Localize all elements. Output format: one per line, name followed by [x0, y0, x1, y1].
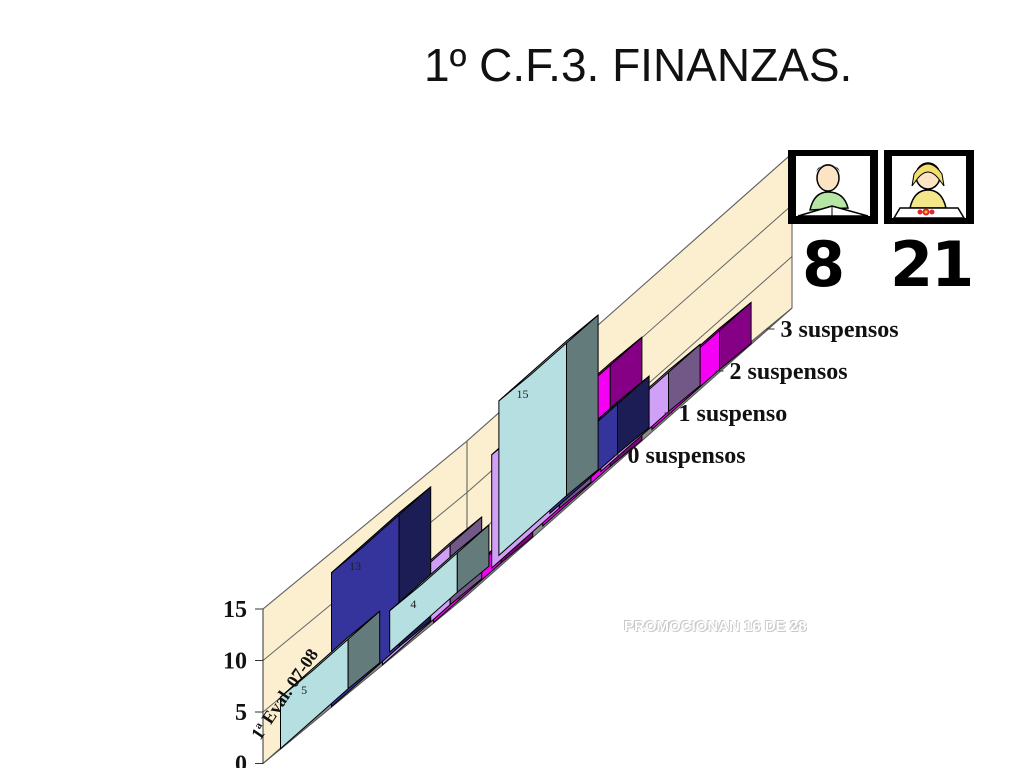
- gridline: [262, 153, 793, 610]
- data-label: 15: [517, 387, 529, 401]
- series-axis-labels: 0 suspensos 1 suspenso 2 suspensos 3 suspen…: [613, 317, 899, 469]
- y-axis: 0 5 10 15: [223, 597, 264, 768]
- data-label: 4: [410, 597, 416, 611]
- bar-top: [280, 610, 381, 698]
- girl-drawing-icon: [884, 150, 974, 224]
- y-tick-label: 5: [235, 700, 247, 726]
- pass-counts: 8 21: [788, 150, 974, 301]
- data-label: 5: [301, 683, 307, 697]
- bar: 5: [280, 610, 381, 750]
- series-label: 2 suspensos: [730, 359, 848, 385]
- bar-top: [389, 524, 490, 612]
- data-label: 13: [349, 559, 361, 573]
- boy-studying-icon: [788, 150, 878, 224]
- girls-count: 21: [890, 228, 974, 301]
- bar-side: [566, 314, 599, 497]
- bar: 4: [389, 523, 490, 654]
- promotion-note: PROMOCIONAN 16 DE 28: [624, 618, 807, 635]
- series-label: 0 suspensos: [628, 443, 746, 469]
- bar-top: [498, 314, 599, 402]
- series-label: 3 suspensos: [781, 317, 899, 343]
- y-tick-label: 15: [223, 597, 247, 623]
- boys-count: 8: [802, 228, 845, 301]
- bar: 15: [498, 314, 599, 557]
- bar-top: [331, 486, 432, 574]
- chart-title: 1º C.F.3. FINANZAS.: [424, 39, 853, 91]
- y-tick-label: 10: [223, 649, 247, 675]
- series-label: 1 suspenso: [679, 401, 788, 427]
- bars: 210461141355415: [280, 301, 752, 750]
- y-tick-label: 0: [235, 752, 247, 768]
